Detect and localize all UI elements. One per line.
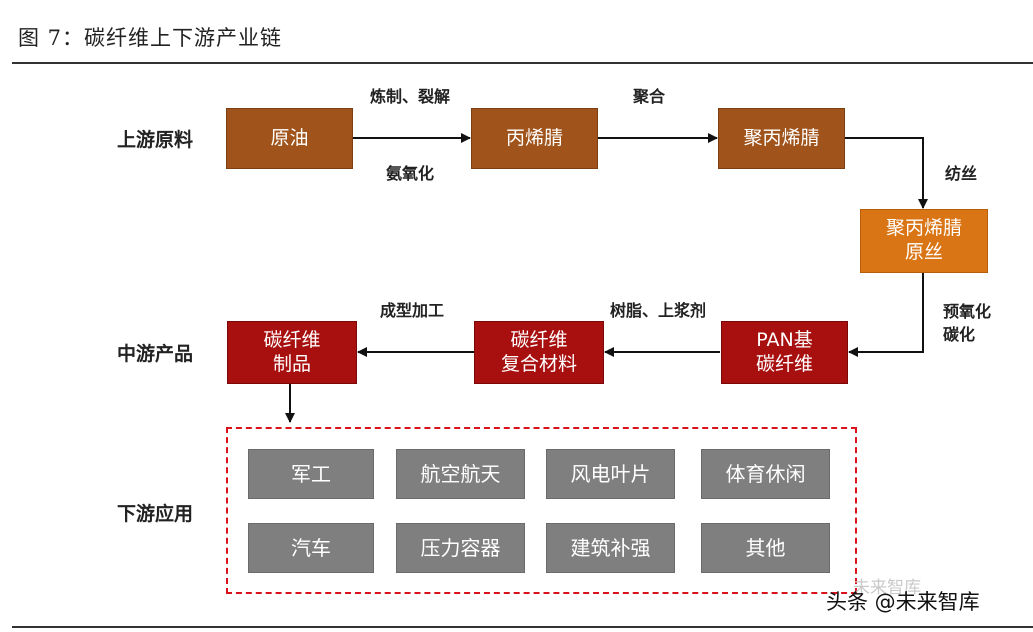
arrow-precursor-to-carbon-fiber xyxy=(848,273,924,357)
app-sports-leisure: 体育休闲 xyxy=(701,449,830,499)
box-polyacrylonitrile: 聚丙烯腈 xyxy=(718,108,845,169)
watermark: 头条 @未来智库 xyxy=(826,590,980,614)
app-wind-blades: 风电叶片 xyxy=(546,449,675,499)
app-construction: 建筑补强 xyxy=(546,523,675,573)
label-cracking: 炼制、裂解 xyxy=(370,87,451,106)
top-rule xyxy=(12,62,1033,64)
label-ammoxidation: 氨氧化 xyxy=(386,164,435,183)
label-polymerization: 聚合 xyxy=(633,87,666,106)
watermark-faint: 未来智库 xyxy=(853,578,921,598)
applications-container xyxy=(226,427,857,594)
box-pan-carbon-fiber: PAN基 碳纤维 xyxy=(721,321,848,384)
app-other: 其他 xyxy=(701,523,830,573)
row-label-downstream: 下游应用 xyxy=(117,503,194,525)
label-pre-oxidation: 预氧化 碳化 xyxy=(943,302,992,345)
bottom-rule xyxy=(12,626,1033,628)
label-molding: 成型加工 xyxy=(380,301,445,320)
box-pan-precursor: 聚丙烯腈 原丝 xyxy=(860,209,988,273)
app-aerospace: 航空航天 xyxy=(396,449,525,499)
row-label-midstream: 中游产品 xyxy=(117,343,194,365)
figure-title: 图 7：碳纤维上下游产业链 xyxy=(18,26,283,50)
label-resin-sizing: 树脂、上浆剂 xyxy=(610,301,707,320)
label-spinning: 纺丝 xyxy=(945,164,978,183)
app-pressure-vessels: 压力容器 xyxy=(396,523,525,573)
app-automotive: 汽车 xyxy=(248,523,374,573)
box-composite: 碳纤维 复合材料 xyxy=(474,321,604,384)
box-carbon-fiber-products: 碳纤维 制品 xyxy=(227,321,357,384)
arrow-pan-to-precursor xyxy=(845,137,928,209)
box-acrylonitrile: 丙烯腈 xyxy=(471,108,598,169)
box-crude-oil: 原油 xyxy=(226,108,353,169)
app-military: 军工 xyxy=(248,449,374,499)
row-label-upstream: 上游原料 xyxy=(117,129,194,151)
